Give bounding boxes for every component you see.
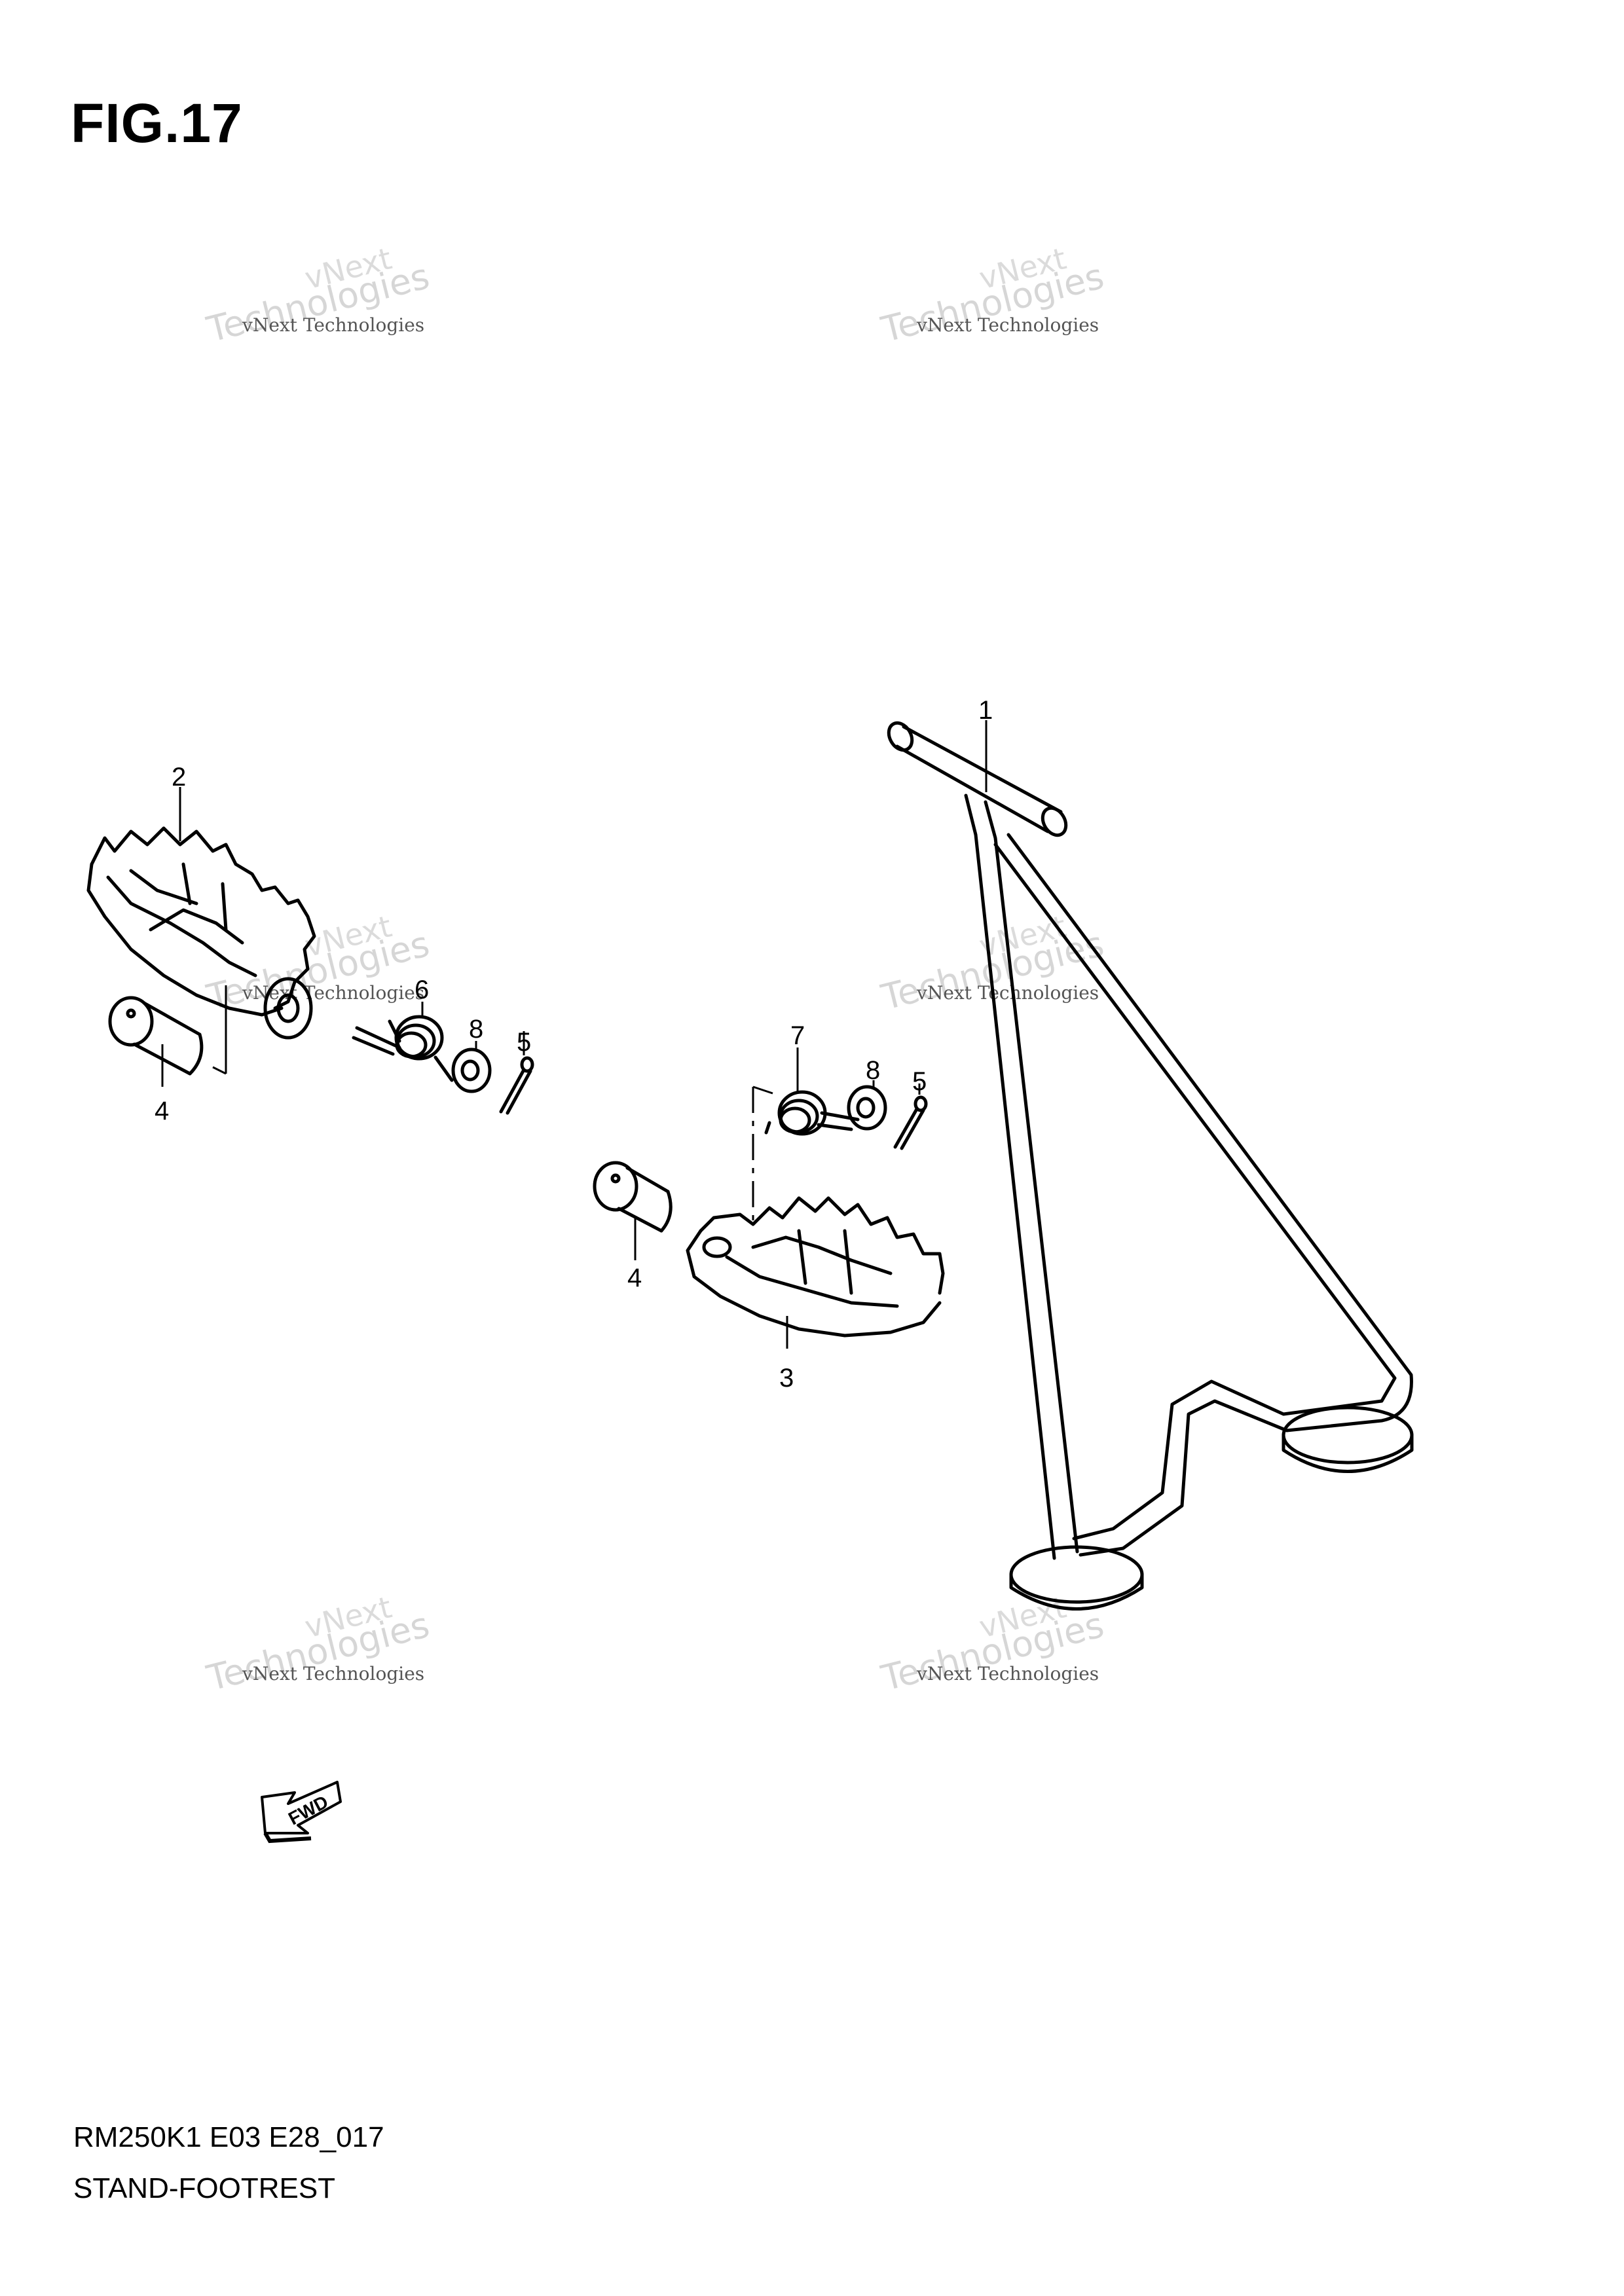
callout-3: 3	[779, 1364, 794, 1393]
cotter-pin-right	[893, 1095, 928, 1150]
callout-5-right: 5	[912, 1067, 927, 1096]
callout-5-left: 5	[517, 1028, 531, 1057]
leader-lines	[161, 720, 987, 1349]
assembly-lines	[212, 985, 773, 1224]
callout-7: 7	[790, 1021, 805, 1050]
footrest-right	[686, 1196, 945, 1338]
figure-name: STAND-FOOTREST	[73, 2172, 336, 2204]
washer-right	[847, 1085, 887, 1131]
callout-2: 2	[172, 763, 186, 792]
callout-6: 6	[415, 975, 429, 1004]
spring-left	[352, 1015, 454, 1082]
spring-right	[764, 1090, 860, 1136]
callout-4-right: 4	[627, 1264, 642, 1292]
callout-1: 1	[978, 696, 993, 725]
cotter-pin-left	[499, 1056, 534, 1115]
washer-left	[451, 1048, 492, 1093]
callout-4-left: 4	[155, 1097, 169, 1125]
callout-8-left: 8	[469, 1015, 483, 1044]
stand	[887, 721, 1414, 1611]
figure-title: FIG.17	[71, 92, 243, 154]
callout-8-right: 8	[866, 1056, 880, 1085]
footrest-left	[86, 826, 316, 1040]
model-code: RM250K1 E03 E28_017	[73, 2121, 384, 2153]
pin-left	[108, 996, 204, 1076]
fwd-arrow-icon: FWD	[261, 1781, 342, 1844]
pin-right	[593, 1161, 673, 1233]
